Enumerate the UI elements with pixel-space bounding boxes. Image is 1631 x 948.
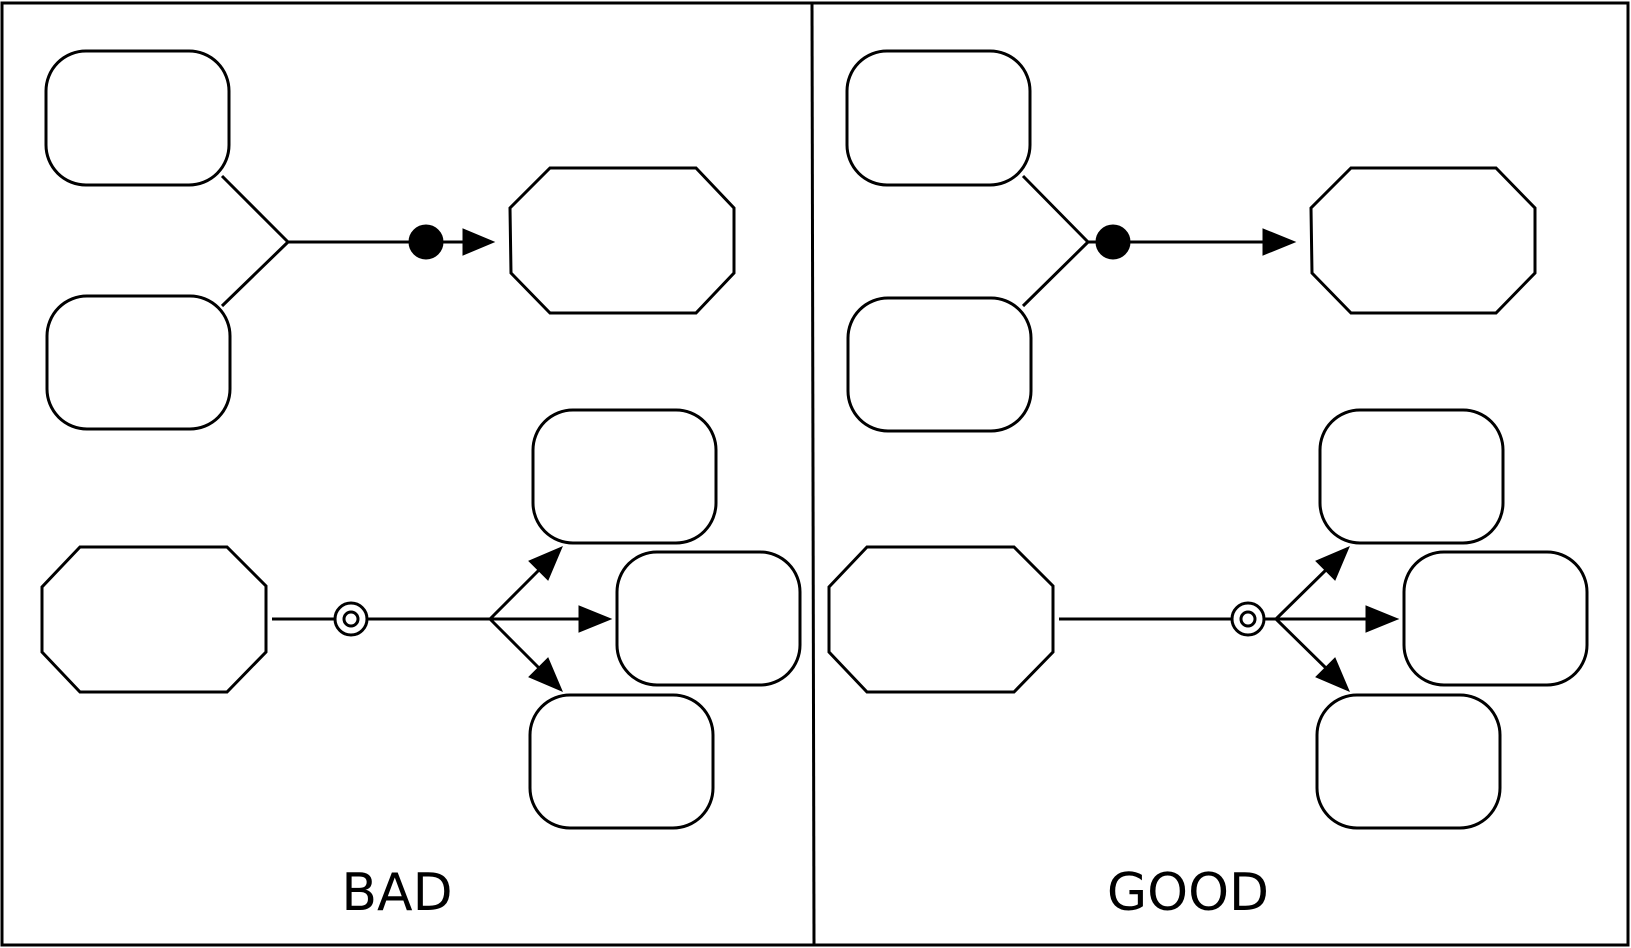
bad-fork-arrowhead-down (528, 657, 563, 692)
bad-join-source-bottom-box (45, 294, 232, 431)
bad-fork-arrowhead-middle (578, 605, 613, 633)
good-fork-line-down (1274, 617, 1332, 674)
good-fork-target-bottom-box (1315, 693, 1502, 830)
good-fork-source-octagon (827, 545, 1055, 694)
good-panel-label: GOOD (1107, 863, 1269, 923)
good-join-line-top (1021, 174, 1090, 244)
good-fork-example (827, 408, 1589, 830)
bad-join-target-octagon (508, 166, 736, 315)
bad-join-node-dot (408, 224, 444, 260)
good-join-example (845, 49, 1537, 433)
bad-join-line-bottom (220, 240, 290, 308)
bad-panel-label: BAD (341, 863, 452, 923)
bad-fork-source-octagon (40, 545, 268, 694)
good-panel: GOOD (827, 49, 1589, 923)
bad-join-source-top-box (44, 49, 231, 187)
good-fork-target-middle-box (1402, 550, 1589, 687)
good-fork-arrowhead-middle (1365, 605, 1400, 633)
bad-fork-arrowhead-up (528, 546, 563, 581)
bad-fork-example (40, 408, 802, 830)
good-fork-target-top-box (1318, 408, 1505, 545)
bad-join-arrowhead (462, 228, 496, 256)
bad-fork-node-inner-ring (342, 610, 360, 628)
bad-join-example (44, 49, 736, 431)
good-fork-line-up (1274, 564, 1332, 621)
good-fork-node-inner-ring (1239, 610, 1257, 628)
good-fork-arrowhead-up (1315, 546, 1350, 581)
good-join-target-octagon (1309, 166, 1537, 315)
bad-fork-target-top-box (531, 408, 718, 545)
bad-fork-line-down (488, 617, 545, 674)
good-fork-arrowhead-down (1315, 657, 1350, 692)
bad-fork-target-bottom-box (528, 693, 715, 830)
good-join-line-bottom (1021, 240, 1090, 308)
bad-join-line-top (220, 174, 290, 244)
bad-fork-target-middle-box (615, 550, 802, 687)
bad-panel: BAD (40, 49, 802, 923)
bad-fork-line-up (488, 564, 545, 621)
good-join-source-top-box (845, 49, 1032, 187)
good-join-arrowhead (1262, 228, 1297, 256)
good-join-node-dot (1095, 224, 1131, 260)
good-join-source-bottom-box (846, 296, 1033, 433)
panel-divider (810, 2, 816, 946)
